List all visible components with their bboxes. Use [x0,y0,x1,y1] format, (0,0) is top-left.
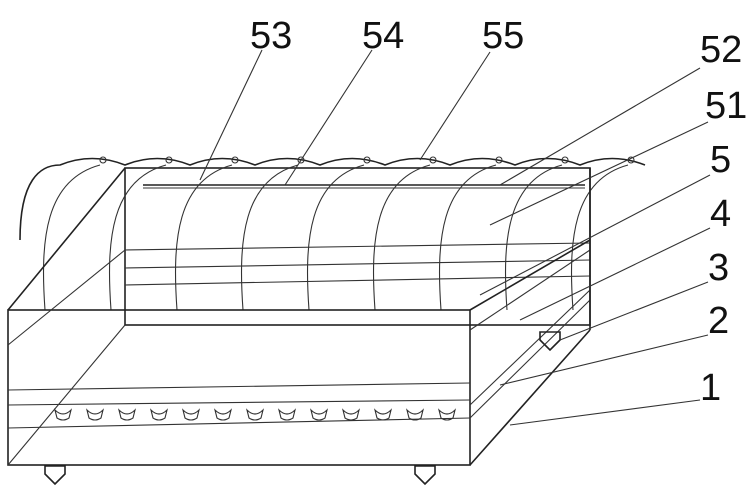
label-1: 1 [700,367,721,409]
arch-rib [109,164,167,311]
arch-rib [241,164,299,311]
foot-left [44,465,66,486]
label-5: 5 [710,139,731,181]
label-53: 53 [250,15,292,57]
rivet [99,156,107,164]
arch-rib [307,164,365,311]
spring [149,408,169,421]
label-55: 55 [482,15,524,57]
spring [213,408,233,421]
spring [85,408,105,421]
arch-rib [439,164,497,311]
spring-row [53,408,457,421]
foot-right [414,465,436,486]
label-3: 3 [708,247,729,289]
spring [53,408,73,421]
scalloped-cover [19,156,646,311]
back-frame [124,167,591,326]
arch-rib [175,164,233,311]
arch-rib [571,164,629,311]
label-4: 4 [710,193,731,235]
spring [405,408,425,421]
rivet [495,156,503,164]
scallop-top [19,157,646,241]
spring [309,408,329,421]
foot-back [539,331,561,352]
rivet [231,156,239,164]
spring [341,408,361,421]
rivet [363,156,371,164]
arch-rib [43,164,101,311]
rivet [561,156,569,164]
rivet [297,156,305,164]
spring [181,408,201,421]
spring [373,408,393,421]
feet [44,331,561,486]
spring [117,408,137,421]
spring [245,408,265,421]
label-52: 52 [700,29,742,71]
arch-rib [373,164,431,311]
rivet [165,156,173,164]
label-54: 54 [362,15,404,57]
label-51: 51 [705,85,747,127]
arch-rib [505,164,563,311]
rivet [429,156,437,164]
label-2: 2 [708,300,729,342]
spring [437,408,457,421]
front-frame [7,167,591,466]
leader-lines [199,49,711,426]
spring [277,408,297,421]
